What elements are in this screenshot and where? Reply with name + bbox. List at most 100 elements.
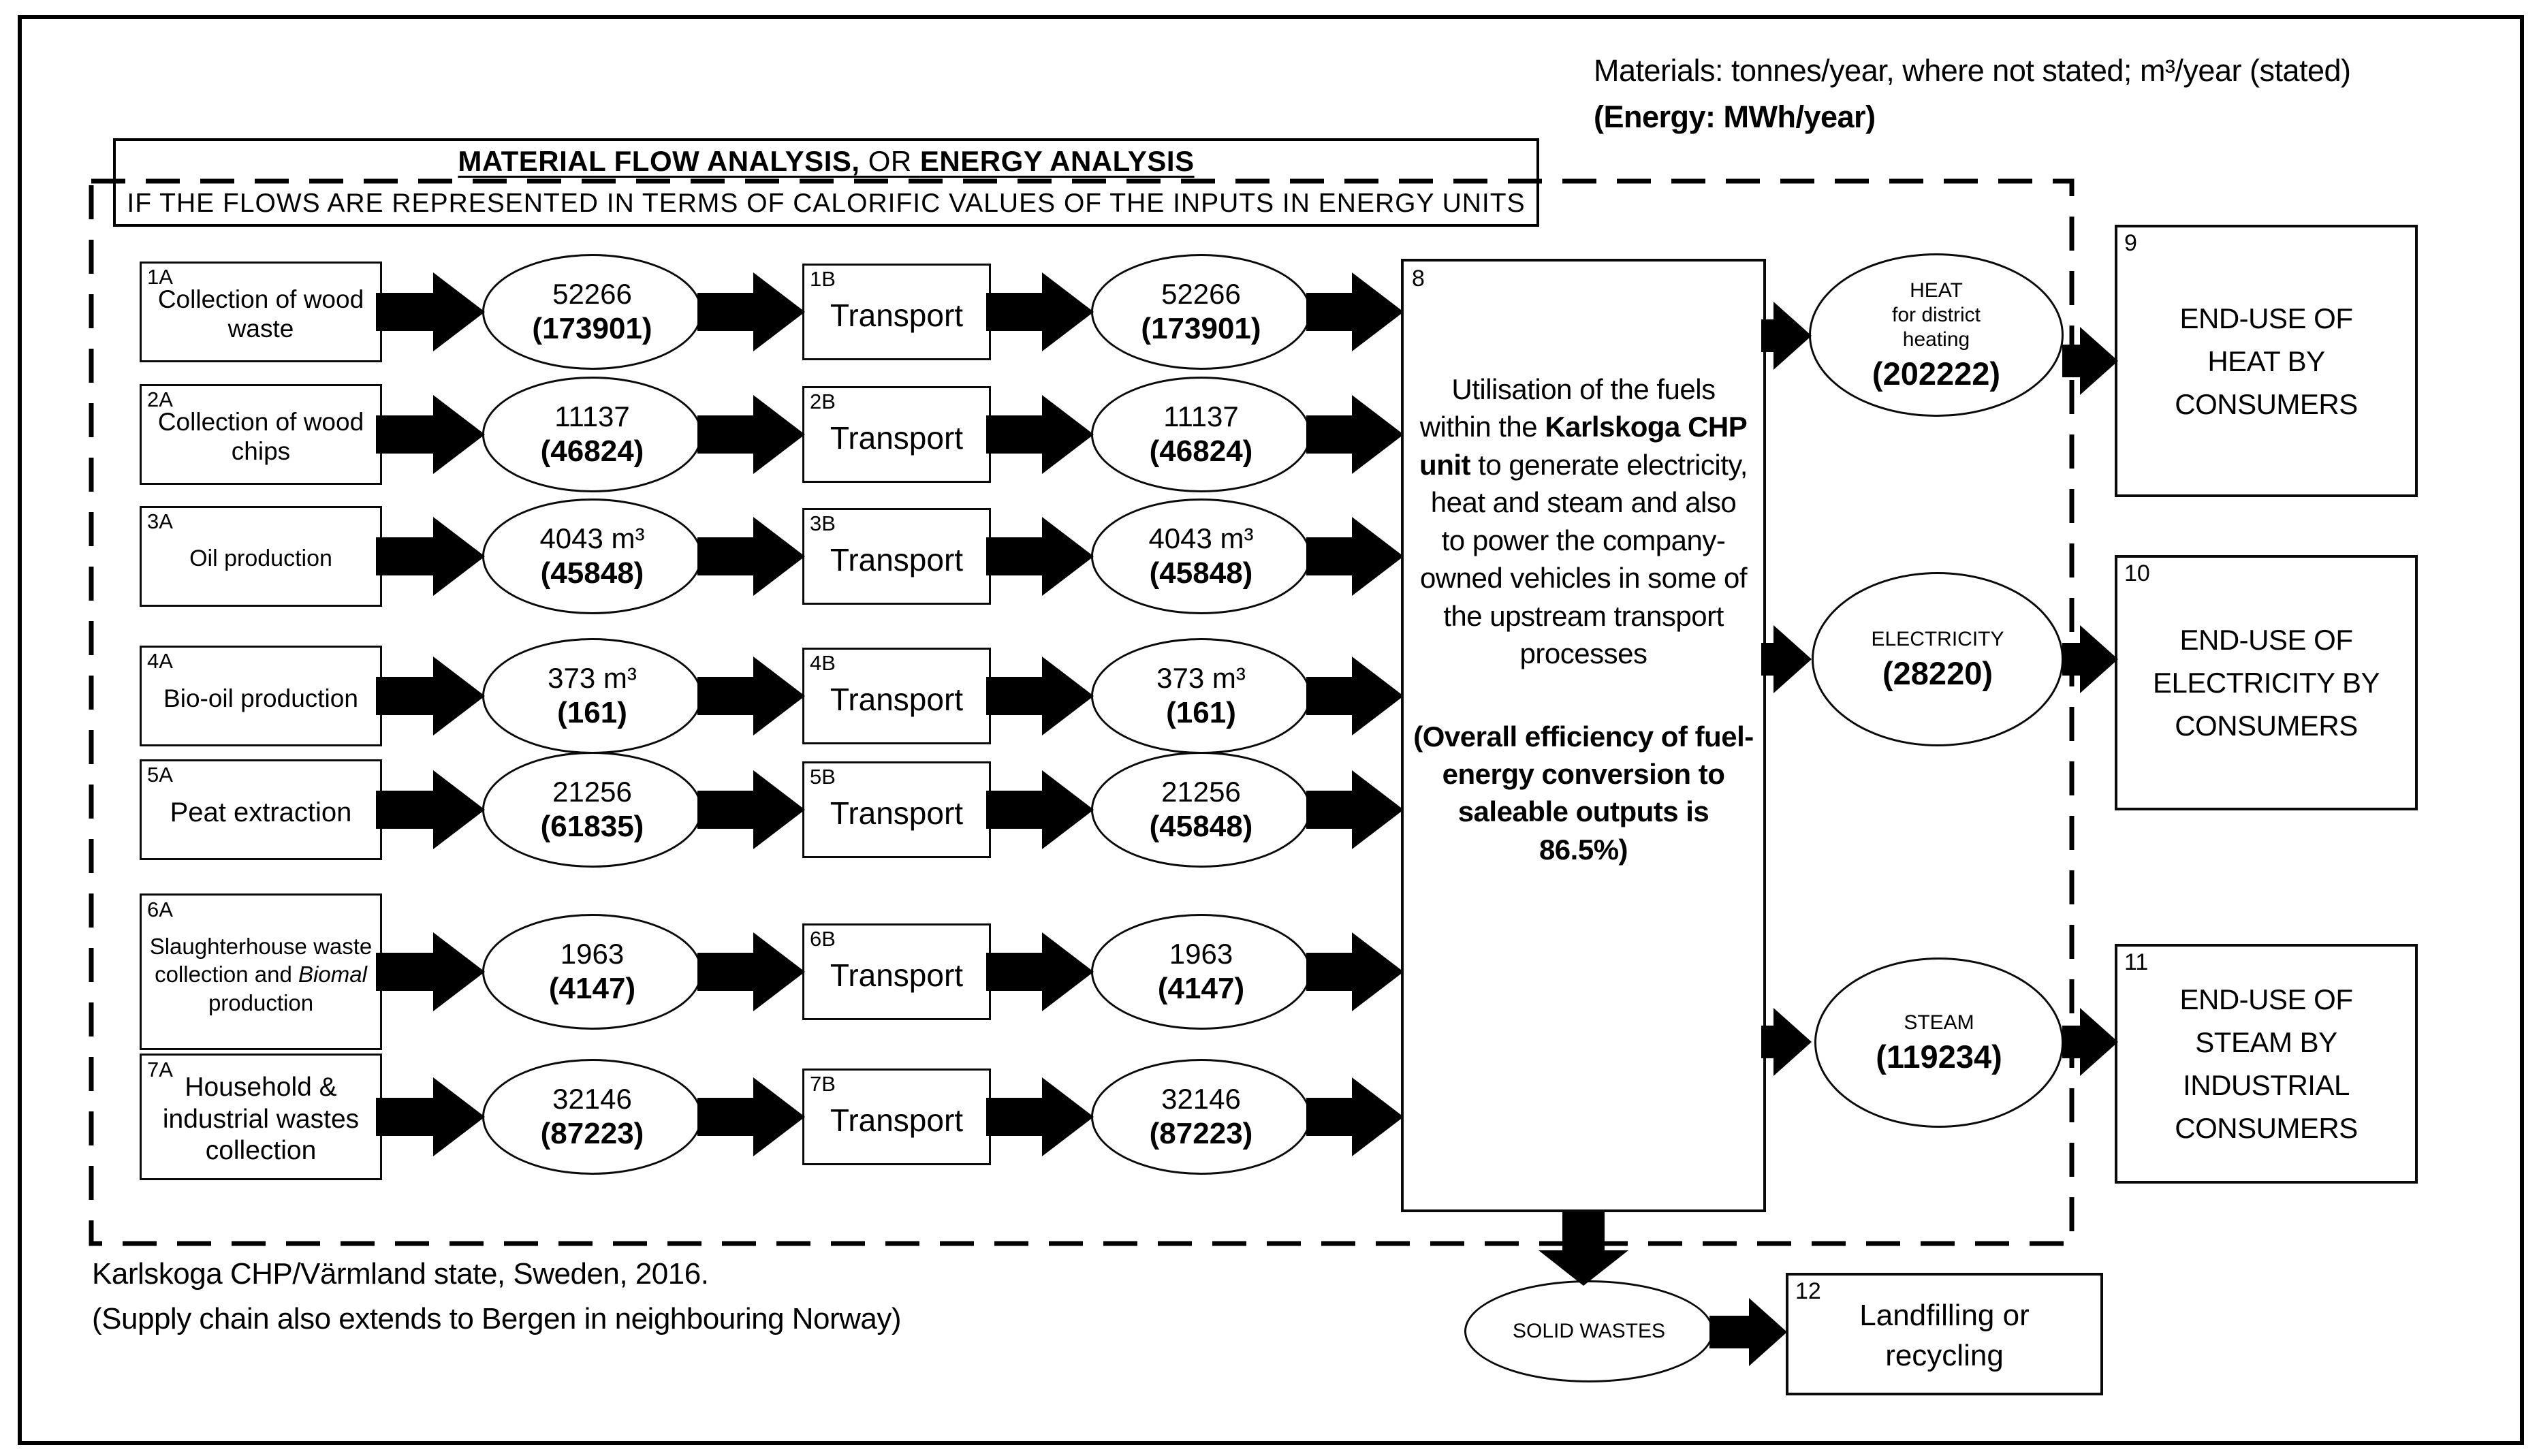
source-box-4A: 4A Bio-oil production <box>140 646 382 746</box>
energy-value: (161) <box>1166 696 1236 729</box>
arrow-right-icon <box>1306 932 1404 1011</box>
source-label: Collection of wood waste <box>157 285 364 343</box>
quantity-value: 11137 <box>1163 400 1239 432</box>
arrow-right-icon <box>1306 272 1404 351</box>
title-line1: MATERIAL FLOW ANALYSIS, OR ENERGY ANALYS… <box>116 145 1536 178</box>
box-id-label: 6A <box>147 898 173 921</box>
box-id-label: 2A <box>147 387 173 411</box>
energy-value: (46824) <box>1149 434 1253 468</box>
transport-box-4B: 4B Transport <box>802 648 991 744</box>
box-id-label: 10 <box>2124 560 2150 586</box>
title-connector: OR <box>860 145 920 177</box>
quantity-value: 4043 m³ <box>539 522 645 554</box>
energy-value: (45848) <box>540 556 644 590</box>
steam-output-ellipse: STEAM (119234) <box>1814 958 2064 1128</box>
energy-value: (45848) <box>1149 810 1253 843</box>
box-id-label: 4A <box>147 649 173 673</box>
end-use-electricity-label: END-USE OF ELECTRICITY BY CONSUMERS <box>2153 624 2380 742</box>
heat-output-value: (202222) <box>1872 355 2001 392</box>
arrow-right-icon <box>1761 302 1812 370</box>
arrow-right-icon <box>697 656 805 735</box>
title-phrase2: ENERGY ANALYSIS <box>919 145 1195 177</box>
transport-label: Transport <box>830 542 964 577</box>
box-id-label: 1B <box>810 267 836 291</box>
efficiency-note: (Overall efficiency of fuel-energy conve… <box>1413 720 1754 866</box>
source-label: Slaughterhouse waste collection and Biom… <box>149 934 373 1015</box>
arrow-right-icon <box>376 395 485 474</box>
arrow-right-icon <box>697 395 805 474</box>
caption-line2: (Supply chain also extends to Bergen in … <box>92 1302 902 1335</box>
energy-value: (161) <box>557 696 627 729</box>
energy-value: (4147) <box>1157 972 1245 1005</box>
box-id-label: 4B <box>810 651 836 675</box>
box-id-label: 5A <box>147 763 173 787</box>
transport-label: Transport <box>830 298 964 333</box>
box-id-label: 2B <box>810 390 836 413</box>
quantity-ellipse-after: 4043 m³(45848) <box>1091 498 1311 614</box>
title-box: MATERIAL FLOW ANALYSIS, OR ENERGY ANALYS… <box>113 138 1539 227</box>
quantity-value: 373 m³ <box>548 662 637 694</box>
quantity-ellipse-before: 1963(4147) <box>482 914 702 1030</box>
end-use-electricity-box: 10 END-USE OF ELECTRICITY BY CONSUMERS <box>2115 555 2418 810</box>
quantity-value: 52266 <box>552 278 632 310</box>
landfilling-box: 12 Landfilling or recycling <box>1786 1273 2103 1395</box>
quantity-ellipse-before: 4043 m³(45848) <box>482 498 702 614</box>
process-description: Utilisation of the fuels within the Karl… <box>1419 373 1748 670</box>
quantity-ellipse-before: 21256(61835) <box>482 752 702 868</box>
arrow-right-icon <box>1306 770 1404 849</box>
energy-value: (87223) <box>540 1117 644 1150</box>
quantity-value: 1963 <box>560 938 625 970</box>
box-id-label: 3B <box>810 511 836 535</box>
transport-label: Transport <box>830 682 964 717</box>
arrow-right-icon <box>697 272 805 351</box>
transport-box-7B: 7B Transport <box>802 1069 991 1165</box>
arrow-right-icon <box>986 1077 1094 1156</box>
box-id-label: 12 <box>1795 1278 1821 1304</box>
quantity-ellipse-after: 32146(87223) <box>1091 1059 1311 1175</box>
arrow-right-icon <box>2062 1008 2118 1076</box>
arrow-right-icon <box>986 517 1094 596</box>
electricity-output-value: (28220) <box>1882 654 1993 691</box>
box-id-label: 7B <box>810 1072 836 1096</box>
quantity-ellipse-after: 52266(173901) <box>1091 254 1311 370</box>
arrow-down-icon <box>1538 1212 1629 1286</box>
quantity-value: 11137 <box>554 400 630 432</box>
heat-output-label: HEAT for district heating <box>1891 279 1981 351</box>
arrow-right-icon <box>697 770 805 849</box>
transport-label: Transport <box>830 1103 964 1138</box>
transport-box-1B: 1B Transport <box>802 264 991 360</box>
chp-utilisation-box: 8 Utilisation of the fuels within the Ka… <box>1401 259 1766 1212</box>
energy-value: (87223) <box>1149 1117 1253 1150</box>
transport-label: Transport <box>830 795 964 831</box>
arrow-right-icon <box>2062 327 2118 395</box>
steam-output-value: (119234) <box>1876 1038 2002 1075</box>
heat-output-ellipse: HEAT for district heating (202222) <box>1809 253 2064 417</box>
end-use-heat-label: END-USE OF HEAT BY CONSUMERS <box>2175 302 2358 420</box>
arrow-right-icon <box>376 932 485 1011</box>
quantity-ellipse-after: 1963(4147) <box>1091 914 1311 1030</box>
energy-value: (46824) <box>540 434 644 468</box>
transport-label: Transport <box>830 958 964 993</box>
source-label: Bio-oil production <box>163 684 358 712</box>
arrow-right-icon <box>986 770 1094 849</box>
quantity-value: 32146 <box>1161 1083 1241 1115</box>
end-use-steam-box: 11 END-USE OF STEAM BY INDUSTRIAL CONSUM… <box>2115 944 2418 1184</box>
arrow-right-icon <box>1306 395 1404 474</box>
arrow-right-icon <box>1306 1077 1404 1156</box>
arrow-right-icon <box>986 656 1094 735</box>
diagram-caption: Karlskoga CHP/Värmland state, Sweden, 20… <box>92 1252 902 1342</box>
arrow-right-icon <box>376 770 485 849</box>
source-box-6A: 6A Slaughterhouse waste collection and Bi… <box>140 893 382 1050</box>
quantity-value: 21256 <box>1161 776 1241 808</box>
quantity-ellipse-after: 21256(45848) <box>1091 752 1311 868</box>
quantity-value: 373 m³ <box>1156 662 1246 694</box>
box-id-label: 3A <box>147 509 173 533</box>
box-id-label: 8 <box>1412 266 1425 291</box>
arrow-right-icon <box>376 1077 485 1156</box>
energy-value: (45848) <box>1149 556 1253 590</box>
